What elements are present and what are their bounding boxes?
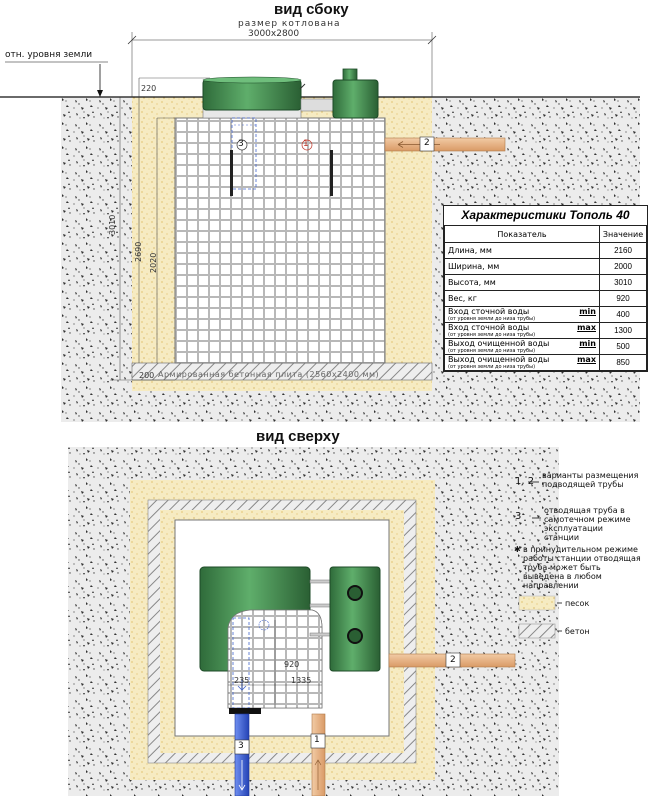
row-value: 500 <box>599 338 647 355</box>
legend-3-text: отводящая труба в самотечном режиме эксп… <box>544 506 631 542</box>
row-note: (от уровня земли до низа трубы) <box>448 316 536 322</box>
spec-table: Характеристики Тополь 40 Показатель Знач… <box>443 205 648 372</box>
row-value: 400 <box>599 306 647 323</box>
row-label: Выход очищенной воды <box>448 355 550 364</box>
table-row: min Выход очищенной воды(от уровня земли … <box>444 338 647 355</box>
side-view-title: вид сбоку <box>274 1 349 18</box>
legend-concrete-swatch <box>518 623 556 639</box>
table-row: max Вход сточной воды(от уровня земли до … <box>444 322 647 339</box>
dim-920: 920 <box>284 660 300 669</box>
legend-3-num: 3 <box>515 511 522 522</box>
inlet-pipe-2-side <box>384 137 506 152</box>
row-label: Вход сточной воды <box>448 323 530 332</box>
aux-port-1 <box>347 585 363 601</box>
row-value: 2000 <box>599 258 647 275</box>
legend-sand: песок <box>565 599 590 608</box>
row-label: Длина, мм <box>444 242 600 259</box>
col-value-header: Значение <box>599 225 647 243</box>
legend-12-text: варианты размещения подводящей трубы <box>542 471 639 489</box>
legend-12-num: 1, 2 <box>515 476 535 487</box>
dim-1335: 1335 <box>291 676 312 685</box>
legend-note-star: ✱ <box>514 545 521 554</box>
dim-220: 220 <box>141 84 157 93</box>
row-label: Выход очищенной воды <box>448 339 550 348</box>
aux-hatch-top <box>329 566 381 672</box>
col-param-header: Показатель <box>444 225 600 243</box>
row-value: 2160 <box>599 242 647 259</box>
top-marker-1: 1 <box>314 735 320 745</box>
row-value: 3010 <box>599 274 647 291</box>
dim-235: 235 <box>234 676 250 685</box>
row-value: 1300 <box>599 322 647 339</box>
side-marker-3: 3 <box>238 139 244 149</box>
row-value: 920 <box>599 290 647 307</box>
main-hatch-side <box>202 79 302 111</box>
legend-note: в принудительном режиме работы станции о… <box>523 545 641 590</box>
dim-2020: 2020 <box>149 252 158 273</box>
aux-port-2 <box>347 628 363 644</box>
row-label: Ширина, мм <box>444 258 600 275</box>
dim-2690: 2690 <box>134 241 143 262</box>
side-marker-2: 2 <box>424 138 430 148</box>
slab-label: Армированная бетонная плита (2560x2400 м… <box>158 370 380 379</box>
table-row: max Выход очищенной воды(от уровня земли … <box>444 354 647 371</box>
tank-body-side <box>174 117 386 364</box>
row-value: 850 <box>599 354 647 371</box>
outlet-pipe-3-top <box>234 713 250 796</box>
row-mark: max <box>577 323 596 332</box>
top-marker-3: 3 <box>238 741 244 751</box>
row-note: (от уровня земли до низа трубы) <box>448 348 536 354</box>
row-note: (от уровня земли до низа трубы) <box>448 364 536 370</box>
row-mark: max <box>577 355 596 364</box>
pit-size-label: размер котлована <box>238 19 341 29</box>
top-view-title: вид сверху <box>256 428 340 445</box>
row-label: Вес, кг <box>444 290 600 307</box>
top-marker-2: 2 <box>450 655 456 665</box>
row-mark: min <box>579 307 596 316</box>
ground-level-label: отн. уровня земли <box>5 50 93 60</box>
row-note: (от уровня земли до низа трубы) <box>448 332 536 338</box>
spec-table-title: Характеристики Тополь 40 <box>461 208 630 222</box>
inlet-pipe-1-top <box>311 713 326 796</box>
table-row: min Вход сточной воды(от уровня земли до … <box>444 306 647 323</box>
aux-hatch-side <box>332 79 379 119</box>
legend-concrete: бетон <box>565 627 590 636</box>
row-label: Вход сточной воды <box>448 307 530 316</box>
row-mark: min <box>579 339 596 348</box>
pit-size-value: 3000x2800 <box>248 29 300 39</box>
side-marker-1: 1 <box>303 139 309 149</box>
legend-sand-swatch <box>518 595 556 611</box>
dim-3010: 3010 <box>108 214 117 235</box>
row-label: Высота, мм <box>444 274 600 291</box>
dim-200: 200 <box>139 371 155 380</box>
